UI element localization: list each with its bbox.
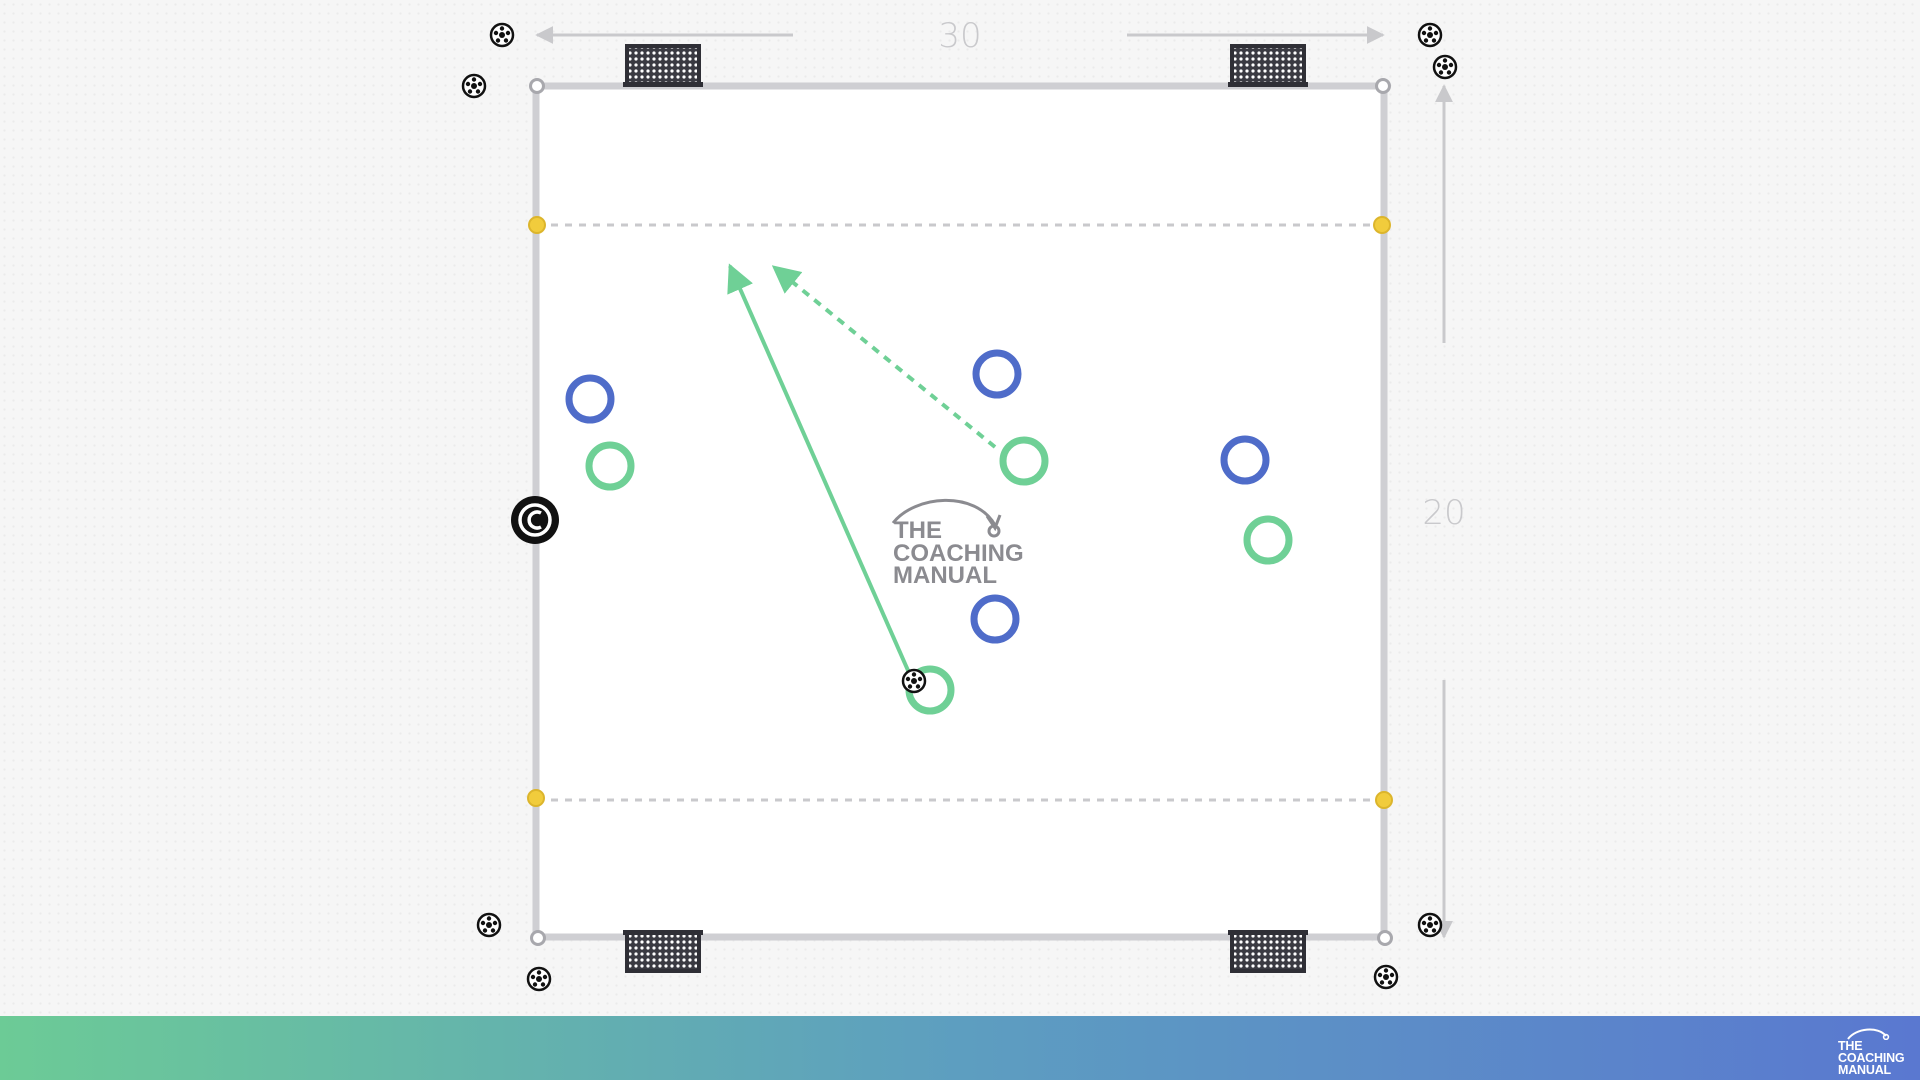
corner-post (530, 930, 546, 946)
soccer-ball-icon (1417, 22, 1443, 48)
footer-logo-line-2: COACHING (1838, 1051, 1905, 1065)
blue-player (972, 349, 1022, 399)
soccer-ball-icon (489, 22, 515, 48)
blue-player (565, 374, 615, 424)
footer-logo: THE COACHING MANUAL (1838, 1026, 1910, 1077)
footer-logo-line-1: THE (1838, 1039, 1863, 1053)
corner-posts (529, 78, 1393, 946)
mini-goal-icon (1226, 44, 1310, 89)
cone-marker (1373, 216, 1391, 234)
green-player (585, 441, 635, 491)
green-player (999, 436, 1049, 486)
corner-post (529, 78, 545, 94)
watermark-line-1: THE (894, 517, 942, 544)
logo-arc-icon (1847, 1028, 1890, 1040)
green-team (585, 436, 1293, 715)
soccer-ball-icon (901, 668, 927, 694)
soccer-ball-icon (1432, 54, 1458, 80)
soccer-ball-icon (461, 73, 487, 99)
footer-logo-line-3: MANUAL (1838, 1063, 1891, 1077)
mini-goal-icon (1226, 928, 1310, 973)
copyright-coach-icon (511, 496, 559, 544)
watermark-line-3: MANUAL (893, 562, 997, 589)
cone-marker (528, 216, 546, 234)
pass-arrow (727, 263, 912, 676)
soccer-ball-icon (476, 912, 502, 938)
width-label: 30 (938, 16, 981, 56)
pitch-area (536, 86, 1384, 937)
soccer-ball-icon (526, 966, 552, 992)
coaching-manual-watermark: THE COACHING MANUAL (891, 498, 1024, 589)
watermark-line-2: COACHING (893, 540, 1024, 567)
cone-marker (1375, 791, 1393, 809)
corner-post (1375, 78, 1391, 94)
height-label: 20 (1422, 493, 1465, 533)
height-dimension: 20 (1422, 84, 1466, 939)
blue-team (565, 349, 1270, 644)
green-player (1243, 515, 1293, 565)
mini-goal-icon (621, 44, 705, 89)
run-arrow (771, 265, 997, 449)
width-dimension: 30 (535, 16, 1385, 56)
footer-gradient-bar: THE COACHING MANUAL (0, 1016, 1920, 1080)
blue-player (970, 594, 1020, 644)
blue-player (1220, 435, 1270, 485)
yellow-cones (527, 216, 1393, 809)
corner-post (1377, 930, 1393, 946)
cone-marker (527, 789, 545, 807)
soccer-ball-icon (1373, 964, 1399, 990)
mini-goal-icon (621, 928, 705, 973)
soccer-ball-icon (1417, 912, 1443, 938)
